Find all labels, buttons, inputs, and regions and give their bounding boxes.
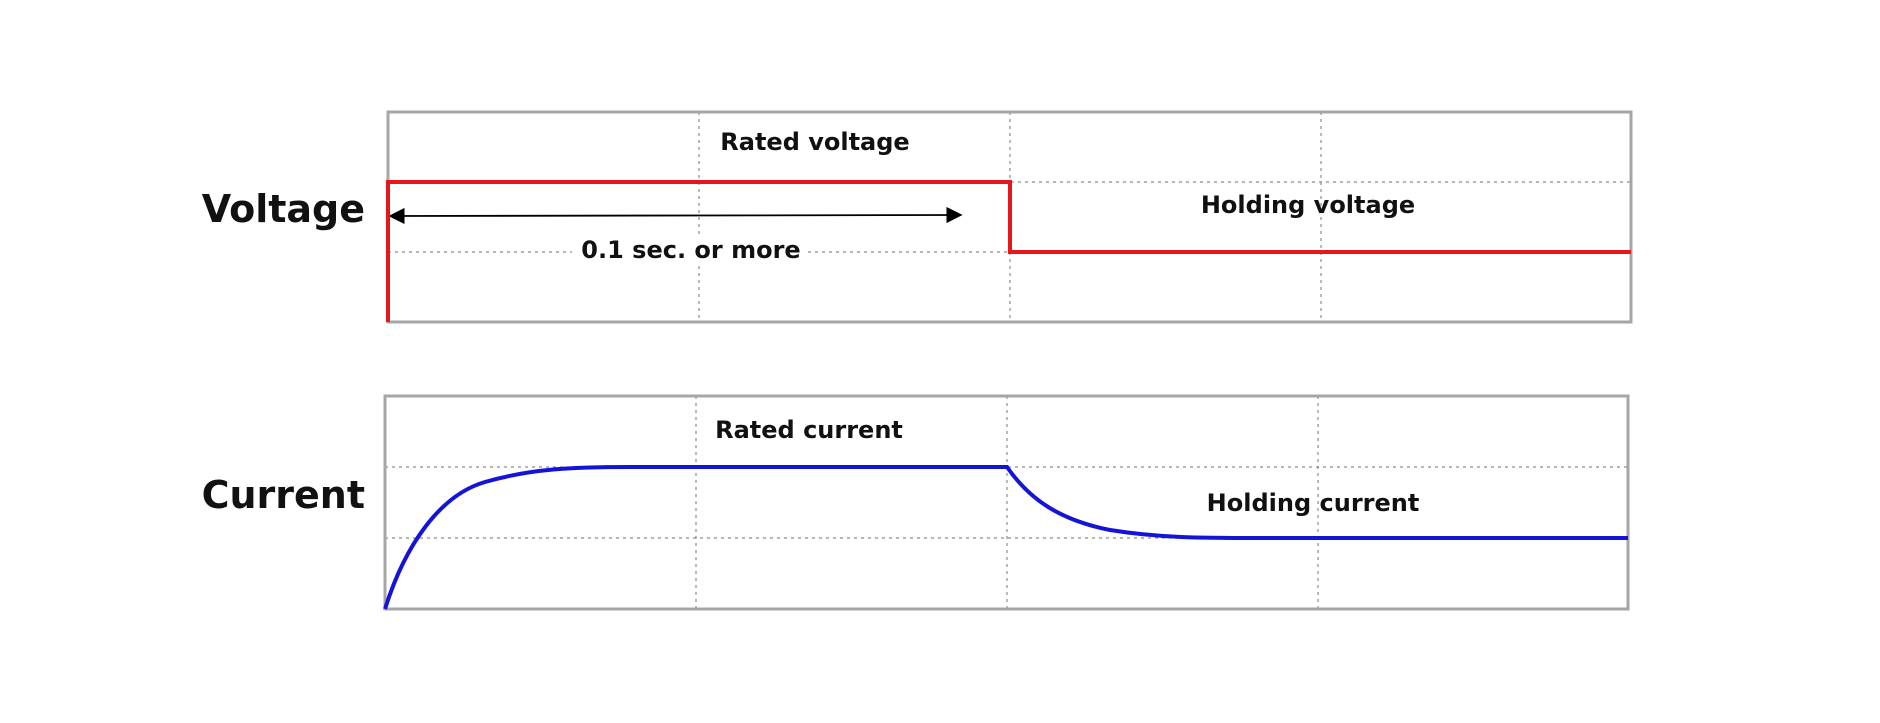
duration-label-background <box>572 236 808 266</box>
duration-arrow <box>388 206 963 225</box>
voltage-row-label: Voltage <box>202 187 365 231</box>
voltage-trace <box>386 180 1631 322</box>
current-row-label: Current <box>202 473 365 517</box>
current-trace <box>383 465 1628 610</box>
voltage-panel: Voltage Rated voltage Holding voltage 0.… <box>202 110 1633 324</box>
holding-current-label: Holding current <box>1207 489 1420 517</box>
rated-current-label: Rated current <box>715 416 903 444</box>
duration-label: 0.1 sec. or more <box>581 236 800 264</box>
rated-voltage-label: Rated voltage <box>720 128 909 156</box>
current-grid <box>385 396 1628 609</box>
current-panel: Current Rated current Holding current <box>202 394 1630 611</box>
holding-voltage-label: Holding voltage <box>1201 191 1415 219</box>
current-frame <box>383 394 1630 611</box>
